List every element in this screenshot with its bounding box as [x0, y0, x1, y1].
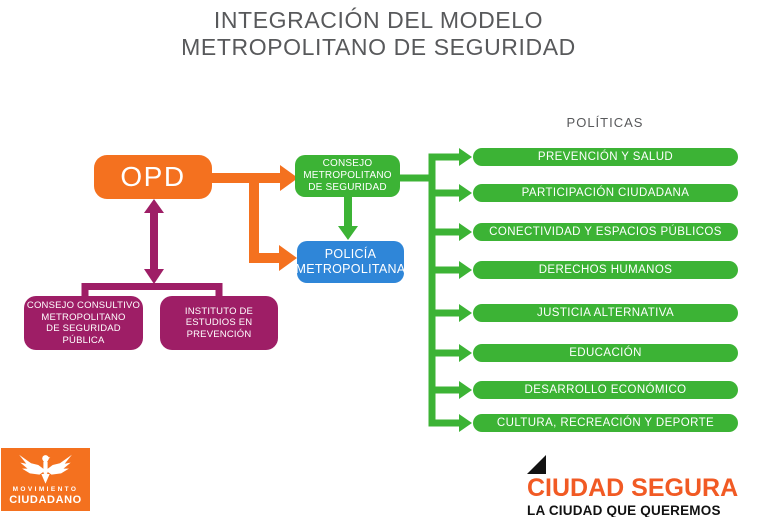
politica-pill-educacion: EDUCACIÓN	[473, 344, 738, 362]
politicas-heading: POLÍTICAS	[566, 115, 644, 130]
node-policia-line2: METROPOLITANA	[295, 262, 406, 276]
ciudadano-label: CIUDADANO	[9, 494, 82, 506]
node-policia-metropolitana: POLICÍA METROPOLITANA	[295, 241, 406, 283]
page-title-line1: INTEGRACIÓN DEL MODELO	[213, 7, 544, 33]
node-consultivo-line2: METROPOLITANO	[41, 311, 126, 323]
node-policia-line1: POLICÍA	[324, 247, 377, 261]
node-consejo-line1: CONSEJO	[322, 158, 373, 169]
node-opd-label: OPD	[120, 161, 186, 192]
node-instituto-line3: PREVENCIÓN	[186, 328, 252, 340]
politica-pill-prevencion-y-salud: PREVENCIÓN Y SALUD	[473, 148, 738, 166]
politicas-branch-arrows	[432, 148, 472, 432]
node-consultivo-line4: PÚBLICA	[62, 334, 105, 346]
opd-to-consejo-arrow	[212, 165, 298, 191]
politica-pill-justicia-alternativa: JUSTICIA ALTERNATIVA	[473, 304, 738, 322]
node-consejo-metropolitano: CONSEJO METROPOLITANO DE SEGURIDAD	[295, 155, 400, 197]
politica-pill-participacion-ciudadana: PARTICIPACIÓN CIUDADANA	[473, 184, 738, 202]
politica-pill-derechos-humanos: DERECHOS HUMANOS	[473, 261, 738, 279]
page-title: INTEGRACIÓN DEL MODELO METROPOLITANO DE …	[0, 7, 757, 61]
node-instituto-line2: ESTUDIOS EN	[185, 317, 253, 329]
bodies-bracket-line	[81, 283, 223, 299]
opd-bodies-double-arrow	[144, 199, 164, 284]
node-instituto-line1: INSTITUTO DE	[184, 305, 254, 317]
node-instituto-estudios: INSTITUTO DE ESTUDIOS EN PREVENCIÓN	[160, 296, 278, 350]
ciudad-segura-subtitle: LA CIUDAD QUE QUEREMOS	[527, 503, 721, 517]
eagle-icon	[19, 454, 72, 484]
flag-triangle-icon	[527, 455, 546, 474]
node-consejo-line3: DE SEGURIDAD	[308, 182, 387, 193]
ciudad-segura-title: CIUDAD SEGURA	[527, 474, 739, 502]
ciudad-segura-logo: CIUDAD SEGURA LA CIUDAD QUE QUEREMOS	[527, 455, 742, 517]
politica-pill-conectividad-espacios: CONECTIVIDAD Y ESPACIOS PÚBLICOS	[473, 223, 738, 241]
node-consejo-line2: METROPOLITANO	[303, 170, 392, 181]
node-consultivo-line1: CONSEJO CONSULTIVO	[26, 300, 141, 311]
node-opd: OPD	[94, 155, 212, 199]
node-consultivo-line3: DE SEGURIDAD	[46, 323, 121, 334]
node-consejo-consultivo: CONSEJO CONSULTIVO METROPOLITANO DE SEGU…	[24, 296, 143, 350]
consejo-to-policia-arrow	[338, 197, 358, 240]
opd-to-policia-arrow	[249, 178, 297, 271]
page-title-line2: METROPOLITANO DE SEGURIDAD	[181, 34, 576, 60]
politica-pill-cultura-recreacion-deporte: CULTURA, RECREACIÓN Y DEPORTE	[473, 414, 738, 432]
politica-pill-desarrollo-economico: DESARROLLO ECONÓMICO	[473, 381, 738, 399]
movimiento-label: MOVIMIENTO	[12, 486, 79, 493]
movimiento-ciudadano-logo: MOVIMIENTO CIUDADANO	[1, 448, 90, 511]
